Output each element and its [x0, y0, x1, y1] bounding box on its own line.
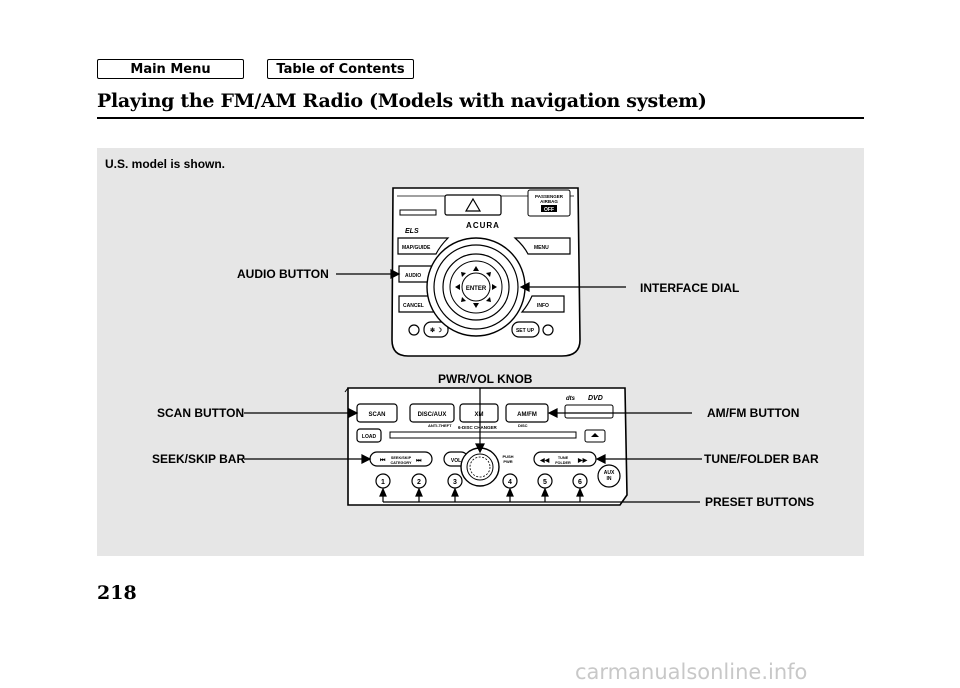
preset-button-5[interactable]: 5: [537, 473, 553, 489]
airbag-label-line2: AIRBAG: [540, 199, 558, 204]
airbag-label-line1: PASSENGER: [535, 194, 564, 199]
callout-interface-dial: INTERFACE DIAL: [640, 281, 740, 295]
pwr-label: PWR: [503, 459, 512, 464]
callout-scan-button: SCAN BUTTON: [157, 406, 245, 420]
passenger-airbag-indicator: PASSENGER AIRBAG OFF: [527, 189, 571, 217]
interface-dial[interactable]: ENTER: [426, 237, 526, 337]
table-of-contents-button[interactable]: Table of Contents: [267, 59, 414, 79]
disc-slot: [389, 431, 577, 439]
category-label: CATEGORY: [390, 461, 412, 465]
page-title: Playing the FM/AM Radio (Models with nav…: [97, 90, 707, 112]
cancel-label: CANCEL: [403, 303, 424, 309]
xm-label: XM: [475, 412, 484, 418]
load-button[interactable]: LOAD: [356, 428, 382, 443]
callout-seek-skip-bar: SEEK/SKIP BAR: [152, 452, 246, 466]
tune-label: TUNE: [558, 456, 569, 460]
title-divider: [97, 117, 864, 119]
preset-button-3[interactable]: 3: [447, 473, 463, 489]
svg-text:✻ ☽: ✻ ☽: [430, 327, 443, 334]
model-note: U.S. model is shown.: [105, 157, 226, 171]
day-night-button[interactable]: ✻ ☽: [408, 321, 449, 338]
acura-logo: ACURA: [466, 221, 500, 230]
svg-text:⏭: ⏭: [416, 458, 422, 464]
setup-label: SET UP: [516, 328, 535, 334]
preset-2-label: 2: [417, 479, 421, 486]
seek-skip-bar[interactable]: ⏮ SEEK/SKIP CATEGORY ⏭: [369, 451, 433, 467]
callout-pwr-vol-knob: PWR/VOL KNOB: [438, 372, 533, 386]
disc-aux-label: DISC/AUX: [418, 412, 447, 418]
aux-input[interactable]: AUX IN: [597, 464, 621, 488]
aux-label: AUX: [604, 470, 615, 476]
els-logo: ELS: [405, 228, 419, 235]
watermark: carmanualsonline.info: [575, 660, 808, 684]
callout-audio-button: AUDIO BUTTON: [237, 267, 329, 281]
vol-label: VOL: [451, 458, 461, 464]
in-label: IN: [607, 476, 612, 482]
svg-text:◀◀: ◀◀: [539, 457, 550, 464]
main-menu-button[interactable]: Main Menu: [97, 59, 244, 79]
am-fm-button[interactable]: AM/FM: [505, 403, 549, 423]
info-label: INFO: [537, 303, 549, 309]
preset-1-label: 1: [381, 479, 385, 486]
pwr-vol-knob[interactable]: [460, 447, 500, 487]
eject-button[interactable]: [584, 429, 606, 443]
scan-label: SCAN: [368, 412, 385, 418]
audio-label: AUDIO: [405, 273, 421, 279]
callout-tune-folder-bar: TUNE/FOLDER BAR: [704, 452, 819, 466]
menu-label: MENU: [534, 245, 549, 251]
dts-dvd-logos: dts DVD: [566, 395, 603, 402]
preset-button-1[interactable]: 1: [375, 473, 391, 489]
svg-text:▶▶: ▶▶: [577, 457, 588, 464]
callout-am-fm-button: AM/FM BUTTON: [707, 406, 800, 420]
push-label: PUSH: [502, 454, 513, 459]
callout-leaders: [244, 269, 702, 503]
preset-4-label: 4: [508, 479, 512, 486]
folder-label: FOLDER: [555, 461, 571, 465]
page-number: 218: [97, 582, 137, 604]
enter-label: ENTER: [466, 286, 487, 292]
preset-button-2[interactable]: 2: [411, 473, 427, 489]
navigation-control-unit: PASSENGER AIRBAG OFF ELS ACURA MAP/GUIDE…: [391, 187, 581, 357]
am-fm-label: AM/FM: [517, 412, 537, 418]
preset-button-4[interactable]: 4: [502, 473, 518, 489]
xm-button[interactable]: XM: [459, 403, 499, 423]
load-label: LOAD: [362, 434, 377, 440]
map-guide-label: MAP/GUIDE: [402, 245, 431, 251]
hazard-button[interactable]: [444, 194, 502, 216]
disc-label: DISC: [518, 423, 528, 428]
tune-folder-bar[interactable]: ◀◀ TUNE FOLDER ▶▶: [533, 451, 597, 467]
disc-aux-button[interactable]: DISC/AUX: [409, 403, 455, 423]
svg-text:⏮: ⏮: [380, 458, 386, 464]
callout-preset-buttons: PRESET BUTTONS: [705, 495, 815, 509]
preset-button-6[interactable]: 6: [572, 473, 588, 489]
setup-button[interactable]: SET UP: [511, 321, 554, 338]
scan-button[interactable]: SCAN: [356, 403, 398, 423]
changer-label: 6-DISC CHANGER: [458, 425, 498, 430]
dts-logo: dts: [566, 396, 576, 402]
anti-theft-label: ANTI-THEFT: [428, 423, 452, 428]
dvd-logo: DVD: [588, 395, 603, 402]
preset-3-label: 3: [453, 479, 457, 486]
audio-control-unit: SCAN DISC/AUX XM AM/FM dts DVD LOAD ANTI…: [344, 387, 628, 506]
preset-5-label: 5: [543, 479, 547, 486]
menu-button[interactable]: MENU: [513, 237, 571, 255]
airbag-status: OFF: [544, 207, 554, 213]
display-selector[interactable]: [564, 404, 614, 419]
info-button[interactable]: INFO: [520, 295, 565, 313]
map-guide-button[interactable]: MAP/GUIDE: [397, 237, 450, 255]
seek-skip-label: SEEK/SKIP: [391, 456, 412, 460]
preset-6-label: 6: [578, 479, 582, 486]
